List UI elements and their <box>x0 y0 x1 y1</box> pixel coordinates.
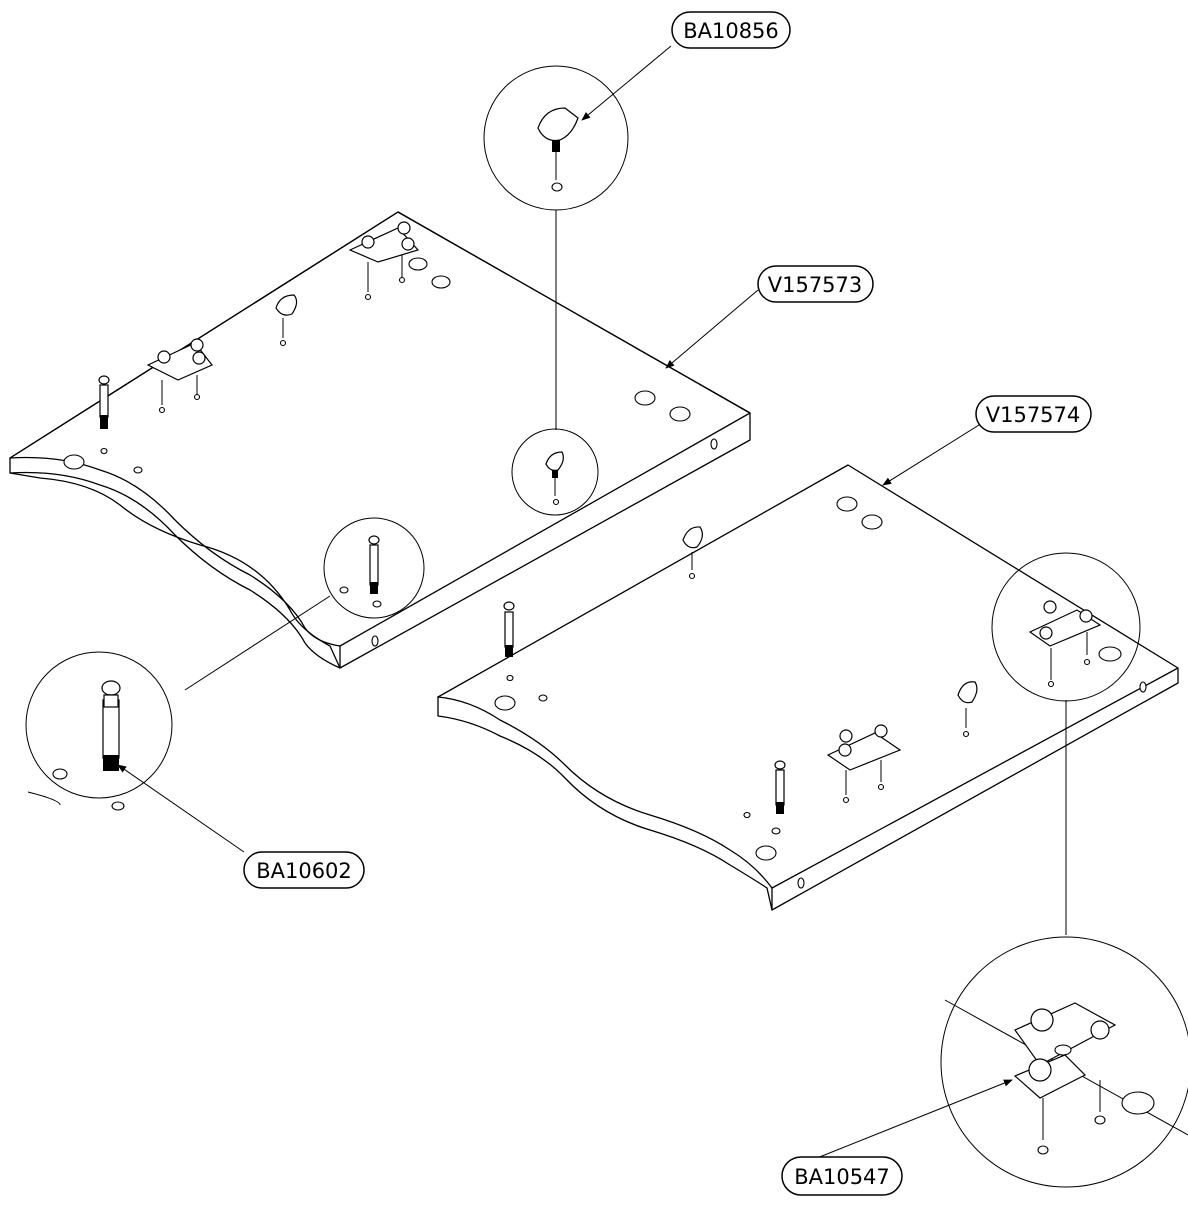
callout-ba10602: BA10602 <box>243 851 365 889</box>
shelf-support-part <box>682 526 703 580</box>
board-v157573 <box>9 211 751 669</box>
svg-text:V157574: V157574 <box>986 403 1081 427</box>
detail-circle-dowel-small <box>184 517 425 691</box>
hinge-plate-part <box>146 338 213 414</box>
detail-circle-shelf-support <box>483 65 629 430</box>
svg-text:BA10856: BA10856 <box>683 19 779 43</box>
cam-dowel-part <box>503 601 515 657</box>
board-v157574 <box>437 464 1179 911</box>
callout-ba10856: BA10856 <box>671 11 791 49</box>
shelf-support-part <box>957 681 978 738</box>
svg-text:BA10547: BA10547 <box>794 1165 890 1189</box>
detail-circle-hinge-small <box>991 552 1141 935</box>
shelf-support-part <box>275 294 298 347</box>
detail-circle-dowel-large <box>25 651 173 811</box>
hinge-plate-part <box>1028 600 1102 688</box>
svg-text:V157573: V157573 <box>768 273 863 297</box>
detail-circle-hinge-large <box>940 936 1188 1188</box>
hinge-plate-part <box>826 724 902 804</box>
callout-v157574: V157574 <box>975 395 1092 433</box>
callout-ba10547: BA10547 <box>781 1156 903 1196</box>
cam-dowel-part <box>98 375 110 429</box>
svg-text:BA10602: BA10602 <box>256 859 352 883</box>
cam-dowel-part <box>774 760 786 814</box>
hinge-plate-part <box>348 221 420 301</box>
cam-hole <box>63 454 85 470</box>
callout-v157573: V157573 <box>757 265 874 303</box>
detail-circle-small-support <box>511 428 599 516</box>
